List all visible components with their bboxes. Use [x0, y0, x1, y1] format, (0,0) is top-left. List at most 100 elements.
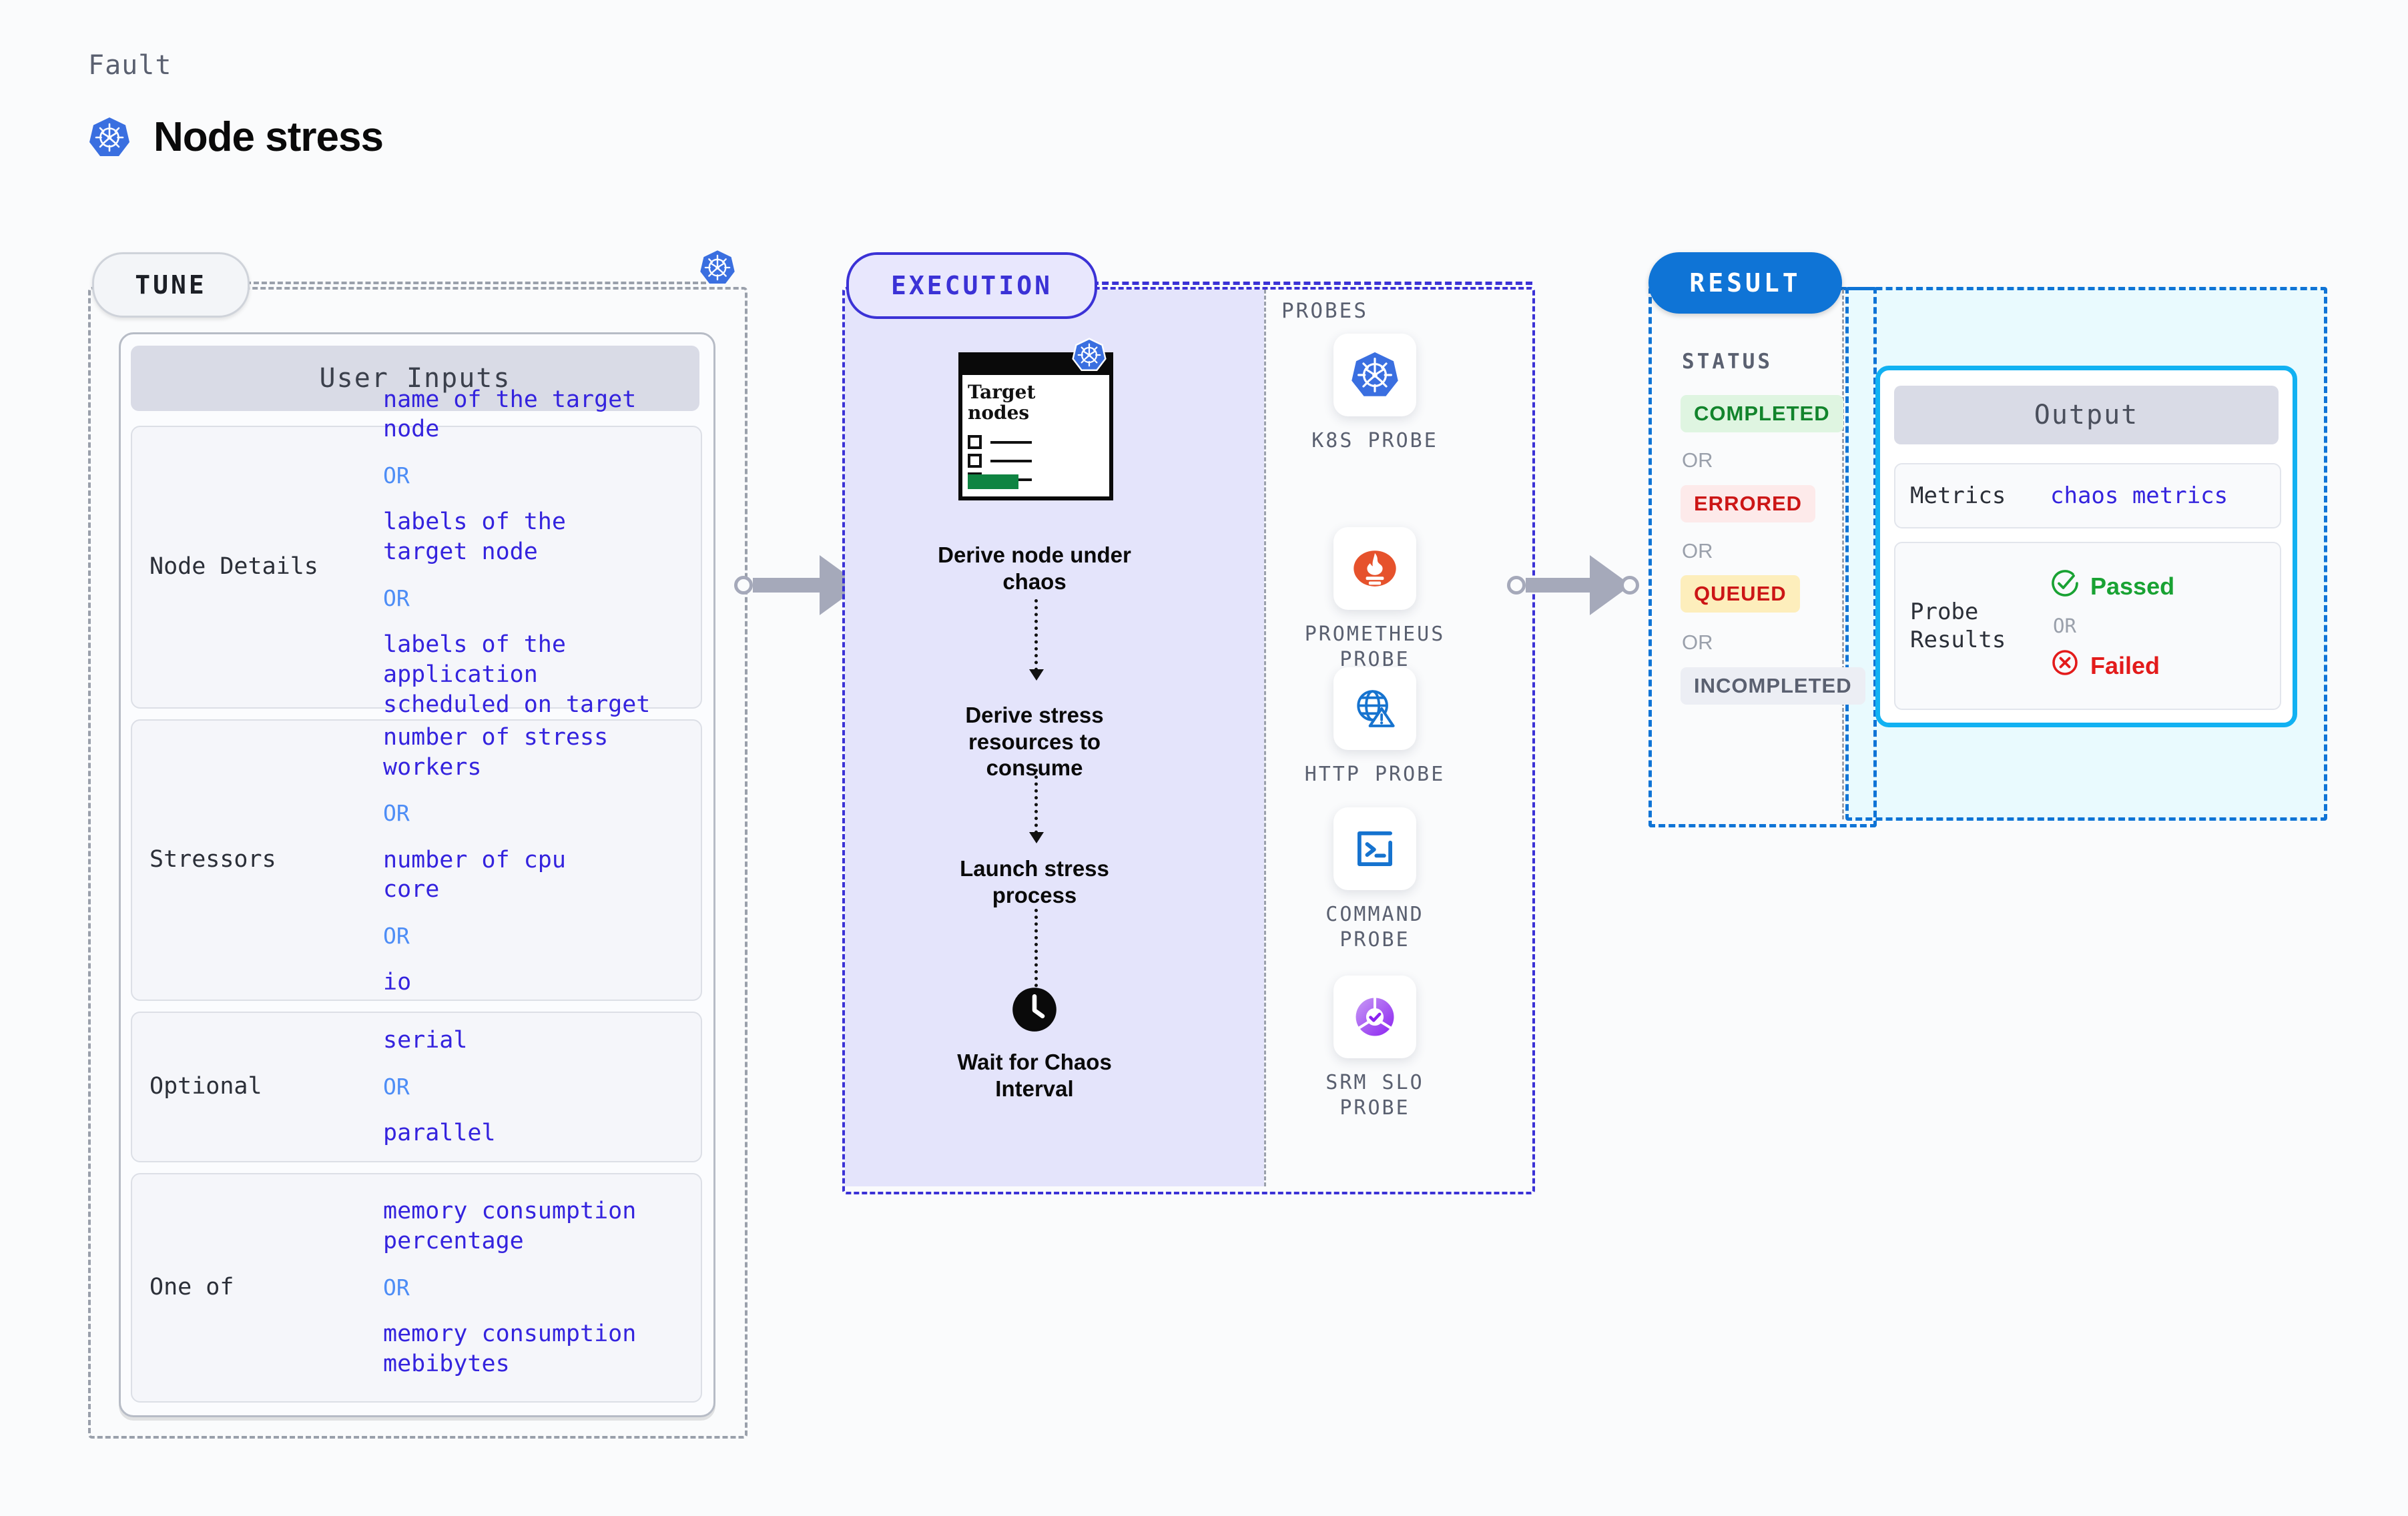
kubernetes-icon	[88, 116, 131, 159]
output-row-probe-results: Probe Results Passed OR Failed	[1894, 542, 2281, 710]
slo-check-icon	[1333, 976, 1416, 1058]
input-value: serial	[383, 1027, 468, 1054]
or-separator: OR	[2053, 615, 2076, 637]
probe-result-failed: Failed	[2050, 648, 2174, 683]
probe-prometheus[interactable]: PROMETHEUS PROBE	[1295, 527, 1455, 672]
result-chip-label: RESULT	[1689, 268, 1801, 298]
input-value: parallel	[383, 1120, 496, 1147]
probes-section-label: PROBES	[1281, 299, 1368, 323]
status-badge-incompleted: INCOMPLETED	[1681, 667, 1865, 705]
connector-dot	[1507, 576, 1526, 595]
probe-result-passed-label: Passed	[2090, 572, 2175, 600]
result-chip[interactable]: RESULT	[1648, 252, 1842, 314]
kubernetes-icon	[1072, 338, 1107, 376]
probe-label: HTTP PROBE	[1304, 763, 1446, 786]
or-separator: OR	[1682, 448, 1713, 472]
connector-dot	[734, 576, 753, 595]
execution-chip-label: EXECUTION	[891, 271, 1052, 300]
input-row-node-details: Node Details name of the target node OR …	[131, 386, 702, 748]
result-status-output-divider	[1842, 290, 1844, 819]
or-separator: OR	[383, 923, 410, 950]
output-title: Output	[2034, 400, 2139, 430]
flow-arrow	[1029, 599, 1044, 681]
probe-label: K8S PROBE	[1311, 429, 1438, 452]
execution-chip-connector-line	[1092, 282, 1532, 285]
output-card-header: Output	[1894, 386, 2279, 444]
input-row-optional: Optional serial OR parallel	[131, 1012, 702, 1162]
or-separator: OR	[383, 585, 410, 611]
tune-chip-connector-line	[246, 282, 706, 284]
terminal-icon	[1333, 807, 1416, 890]
globe-warning-icon	[1333, 667, 1416, 750]
target-nodes-item	[968, 454, 1032, 468]
prometheus-icon	[1333, 527, 1416, 610]
execution-step-2: Derive stress resources to consume	[965, 703, 1104, 781]
kubernetes-icon	[1333, 334, 1416, 416]
probe-command[interactable]: COMMAND PROBE	[1295, 807, 1455, 952]
or-separator: OR	[383, 1274, 410, 1300]
target-nodes-card: Target nodes	[958, 338, 1113, 500]
input-row-stressors: Stressors number of stress workers OR nu…	[131, 719, 702, 1001]
output-row-metrics: Metrics chaos metrics	[1894, 463, 2281, 528]
clock-icon	[1011, 986, 1058, 1036]
line-icon	[990, 440, 1032, 444]
connector-bar	[753, 578, 820, 593]
flow-arrow	[1029, 769, 1044, 843]
input-value: number of cpu core	[383, 846, 566, 903]
fault-kicker: Fault	[88, 50, 172, 81]
execution-probes-divider	[1264, 290, 1266, 1186]
probe-k8s[interactable]: K8S PROBE	[1295, 334, 1455, 454]
input-row-label: Stressors	[149, 846, 276, 873]
status-badge-queued: QUEUED	[1681, 575, 1800, 613]
user-inputs-title: User Inputs	[319, 363, 511, 394]
probe-srm-slo[interactable]: SRM SLO PROBE	[1295, 976, 1455, 1120]
tune-chip-label: TUNE	[135, 270, 207, 300]
target-nodes-item	[968, 435, 1032, 449]
probe-result-failed-label: Failed	[2090, 651, 2160, 679]
fault-title-row: Node stress	[88, 113, 384, 161]
probe-label: PROMETHEUS PROBE	[1304, 623, 1446, 671]
check-circle-icon	[2050, 568, 2080, 604]
input-row-label: Optional	[149, 1073, 262, 1100]
execution-step-1: Derive node under chaos	[938, 542, 1131, 594]
checkbox-icon	[968, 454, 982, 468]
execution-step-4: Wait for Chaos Interval	[957, 1050, 1112, 1101]
status-badge-completed: COMPLETED	[1681, 395, 1843, 432]
input-value: name of the target node	[383, 386, 637, 443]
input-row-label: Node Details	[149, 553, 318, 581]
or-separator: OR	[383, 1073, 410, 1100]
probe-result-passed: Passed	[2050, 568, 2174, 604]
output-row-label: Metrics	[1910, 482, 2006, 509]
execution-step-3: Launch stress process	[960, 856, 1109, 907]
connector-dot	[1620, 576, 1639, 595]
input-value: io	[383, 969, 412, 996]
probe-http[interactable]: HTTP PROBE	[1295, 667, 1455, 787]
x-circle-icon	[2050, 648, 2080, 683]
input-value: memory consumption percentage	[383, 1198, 637, 1255]
input-value: labels of the application scheduled on t…	[383, 631, 651, 747]
tune-chip[interactable]: TUNE	[92, 252, 250, 318]
probe-label: SRM SLO PROBE	[1325, 1071, 1424, 1120]
input-value: number of stress workers	[383, 723, 609, 781]
connector-execution-to-result	[1507, 555, 1639, 615]
status-badge-errored: ERRORED	[1681, 485, 1816, 522]
output-row-label: Probe Results	[1910, 598, 2006, 654]
input-row-one-of: One of memory consumption percentage OR …	[131, 1173, 702, 1403]
execution-panel	[842, 287, 1535, 1194]
execution-chip[interactable]: EXECUTION	[846, 252, 1097, 319]
input-row-label: One of	[149, 1274, 234, 1301]
or-separator: OR	[383, 462, 410, 489]
input-value: labels of the target node	[383, 508, 566, 566]
status-label: STATUS	[1682, 350, 1773, 374]
user-inputs-header: User Inputs	[131, 346, 699, 411]
target-nodes-title: Target nodes	[968, 381, 1036, 424]
target-nodes-accent-bar	[968, 474, 1018, 489]
tune-panel	[88, 287, 747, 1439]
checkbox-icon	[968, 435, 982, 449]
input-value: memory consumption mebibytes	[383, 1320, 637, 1377]
line-icon	[990, 459, 1032, 462]
or-separator: OR	[1682, 539, 1713, 562]
connector-bar	[1526, 578, 1590, 593]
kubernetes-icon	[698, 248, 737, 287]
probe-label: COMMAND PROBE	[1325, 903, 1424, 952]
